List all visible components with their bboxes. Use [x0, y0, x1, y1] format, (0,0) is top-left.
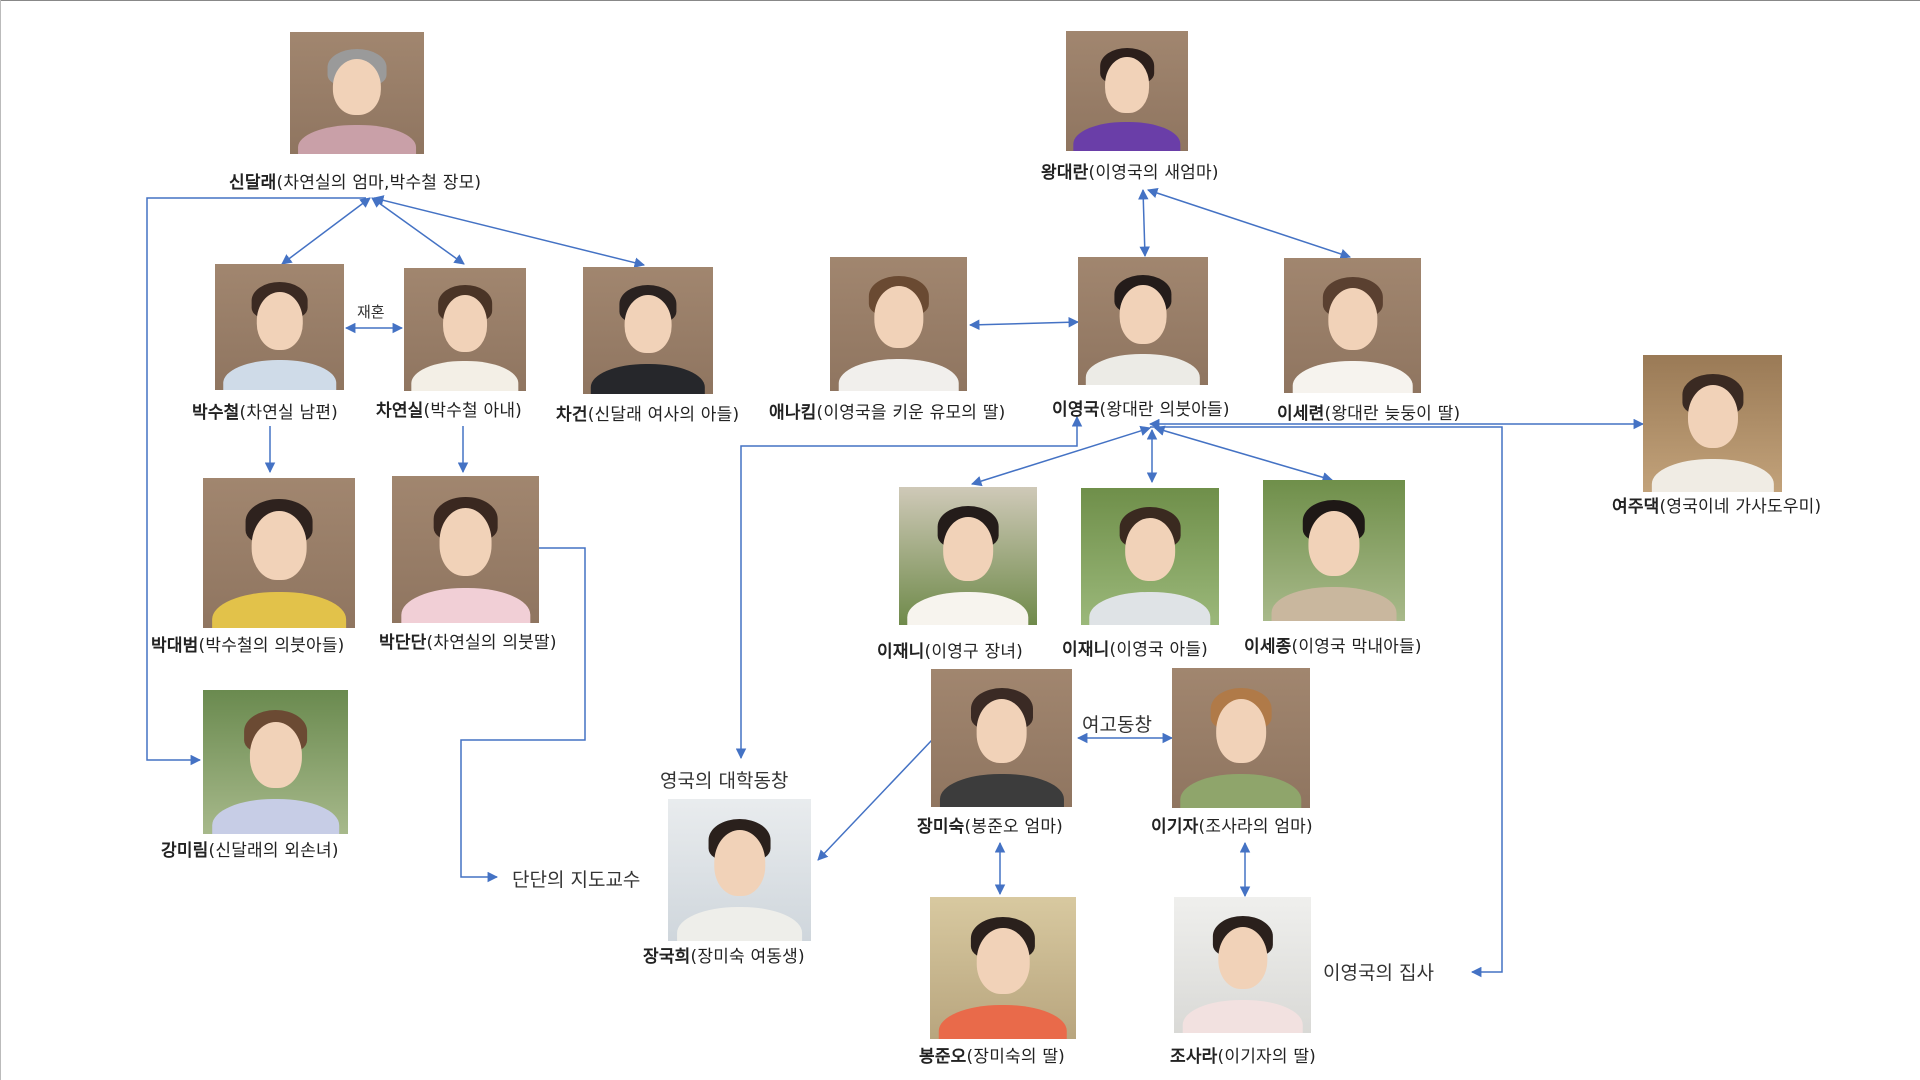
photo-lee-gija: [1172, 668, 1310, 808]
caption-anna-kim: 애나킴(이영국을 키운 유모의 딸): [769, 398, 1005, 423]
photo-park-sucheol: [215, 264, 344, 390]
photo-jang-gukhui: [668, 799, 811, 941]
photo-cha-geon: [583, 267, 713, 394]
caption-kang-mirim: 강미림(신달래의 외손녀): [161, 836, 339, 861]
caption-lee-gija: 이기자(조사라의 엄마): [1151, 812, 1313, 837]
photo-lee-jaeni-2: [1081, 488, 1219, 625]
note-university-classmate: 영국의 대학동창: [660, 766, 788, 793]
caption-park-daebeom: 박대범(박수철의 의붓아들): [151, 631, 345, 656]
link-anna-yeongguk: [970, 322, 1078, 325]
link-dallae-sucheol: [282, 198, 370, 264]
caption-lee-sejong: 이세종(이영국 막내아들): [1244, 632, 1422, 657]
photo-lee-yeongguk: [1078, 257, 1208, 385]
photo-lee-jaeni-1: [899, 487, 1037, 625]
link-dallae-geon: [374, 198, 644, 265]
note-advisor: 단단의 지도교수: [512, 865, 640, 892]
photo-jo-sara: [1174, 897, 1311, 1033]
note-classmates-hs: 여고동창: [1082, 710, 1152, 737]
link-misuk-gukhui: [818, 740, 932, 860]
photo-cha-yeonsil: [404, 268, 526, 391]
photo-lee-seryeon: [1284, 258, 1421, 393]
link-daeran-yeongguk: [1143, 190, 1145, 256]
link-yeongguk-sejong: [1155, 428, 1332, 480]
caption-lee-seryeon: 이세련(왕대란 늦둥이 딸): [1277, 399, 1460, 424]
note-butler: 이영국의 집사: [1323, 958, 1434, 985]
photo-bong-juno: [930, 897, 1076, 1039]
caption-shin-dallae: 신달래(차연실의 엄마,박수철 장모): [229, 168, 481, 193]
caption-cha-geon: 차건(신달래 여사의 아들): [556, 400, 739, 425]
photo-anna-kim: [830, 257, 967, 391]
caption-jang-gukhui: 장국희(장미숙 여동생): [643, 942, 805, 967]
caption-bong-juno: 봉준오(장미숙의 딸): [919, 1042, 1065, 1067]
photo-yeojudaek: [1643, 355, 1782, 492]
photo-park-daebeom: [203, 478, 355, 628]
photo-jang-misuk: [931, 669, 1072, 807]
caption-cha-yeonsil: 차연실(박수철 아내): [376, 396, 522, 421]
caption-park-sucheol: 박수철(차연실 남편): [192, 398, 338, 423]
link-yeongguk-jaeni1: [972, 428, 1150, 484]
photo-kang-mirim: [203, 690, 348, 834]
note-remarriage: 재혼: [357, 301, 385, 322]
link-daeran-seryeon: [1148, 190, 1350, 257]
caption-lee-jaeni-1: 이재니(이영구 장녀): [877, 637, 1023, 662]
caption-park-dandan: 박단단(차연실의 의붓딸): [379, 628, 557, 653]
caption-jang-misuk: 장미숙(봉준오 엄마): [917, 812, 1063, 837]
caption-yeojudaek: 여주댁(영국이네 가사도우미): [1612, 492, 1821, 517]
photo-park-dandan: [392, 476, 539, 623]
caption-lee-jaeni-2: 이재니(이영국 아들): [1062, 635, 1208, 660]
link-dallae-yeonsil: [372, 198, 464, 264]
caption-jo-sara: 조사라(이기자의 딸): [1170, 1042, 1316, 1067]
caption-wang-daeran: 왕대란(이영국의 새엄마): [1041, 158, 1219, 183]
caption-lee-yeongguk: 이영국(왕대란 의붓아들): [1052, 395, 1230, 420]
photo-lee-sejong: [1263, 480, 1405, 621]
photo-shin-dallae: [290, 32, 424, 154]
photo-wang-daeran: [1066, 31, 1188, 151]
